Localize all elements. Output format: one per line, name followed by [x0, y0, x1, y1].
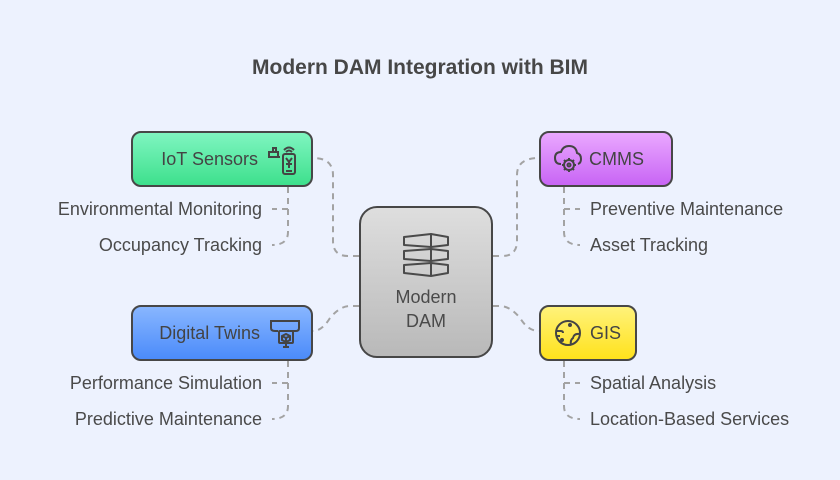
branch-gis[interactable]: GIS [539, 305, 637, 361]
branch-digital-twins[interactable]: Digital Twins [131, 305, 313, 361]
connector-twins-leaves [271, 361, 289, 420]
center-label-line1: Modern [395, 287, 457, 307]
server-stack-icon [403, 233, 449, 277]
leaf-asset-tracking[interactable]: Asset Tracking [590, 235, 709, 255]
leaf-predictive-maintenance[interactable]: Predictive Maintenance [74, 409, 262, 429]
branch-twins-label: Digital Twins [159, 322, 260, 343]
monitor-3d-icon [270, 320, 300, 348]
connector-center-twins [312, 305, 359, 332]
leaf-spatial-analysis[interactable]: Spatial Analysis [590, 373, 717, 393]
leaf-location-based-services[interactable]: Location-Based Services [590, 409, 790, 429]
center-node[interactable]: Modern DAM [359, 206, 493, 358]
sensor-device-icon [268, 146, 296, 175]
leaf-occupancy-tracking[interactable]: Occupancy Tracking [98, 235, 262, 255]
diagram-title: Modern DAM Integration with BIM [252, 56, 588, 79]
branch-cmms-label: CMMS [589, 148, 644, 169]
cloud-gear-icon [553, 144, 583, 172]
branch-iot-label: IoT Sensors [161, 148, 258, 169]
center-label-line2: DAM [406, 311, 446, 331]
connector-cmms-leaves [563, 187, 581, 246]
connector-iot-leaves [271, 187, 289, 246]
connector-center-gis [493, 305, 540, 332]
connector-center-iot [312, 157, 359, 257]
branch-gis-label: GIS [590, 322, 622, 343]
branch-iot-sensors[interactable]: IoT Sensors [131, 131, 313, 187]
globe-map-icon [555, 320, 581, 346]
connector-gis-leaves [563, 361, 581, 420]
connector-center-cmms [493, 157, 540, 257]
leaf-performance-simulation[interactable]: Performance Simulation [69, 373, 262, 393]
leaf-environmental-monitoring[interactable]: Environmental Monitoring [57, 199, 262, 219]
leaf-preventive-maintenance[interactable]: Preventive Maintenance [590, 199, 784, 219]
branch-cmms[interactable]: CMMS [539, 131, 673, 187]
